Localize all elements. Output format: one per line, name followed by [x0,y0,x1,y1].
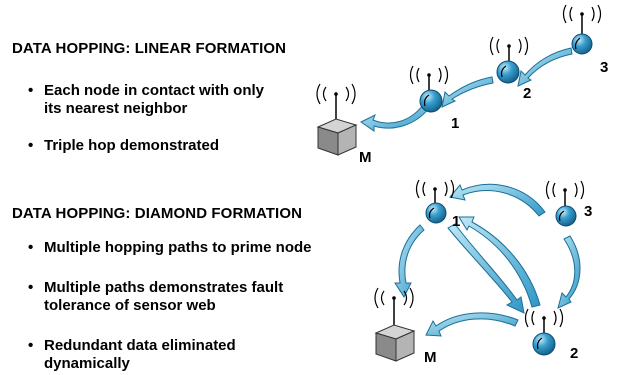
linear-label-1: 1 [451,115,459,132]
diamond-master-node [374,287,416,362]
arrow-1-to-m [394,224,425,299]
bullet-line: Each node in contact with only [44,82,265,99]
linear-node-3 [562,4,602,55]
bullet-line: its nearest neighbor [44,100,188,117]
bullet-dot: • [28,82,34,99]
bullet-line: tolerance of sensor web [44,297,216,314]
bullet-line: Multiple hopping paths to prime node [44,239,312,256]
diamond-label-3: 3 [584,203,592,220]
linear-arrows [360,47,573,132]
bullet-line: Multiple paths demonstrates fault [44,279,284,296]
arrow-2-to-m [425,312,519,337]
bullet-dot: • [28,279,34,296]
diamond-node-2 [524,308,564,356]
bullet-dot: • [28,337,34,354]
linear-label-2: 2 [523,85,531,102]
diamond-node-1 [415,179,455,224]
bullet-line: Redundant data eliminated [44,337,236,354]
bullet-line: dynamically [44,355,130,372]
arrow-1-to-2 [447,223,525,314]
diamond-arrows [394,183,581,337]
arrow-2-to-1 [441,76,494,108]
diamond-bullet-2: • Multiple paths demonstrates fault tole… [28,279,328,315]
linear-node-1 [409,65,449,113]
linear-bullet-1: • Each node in contact with only its nea… [28,82,308,118]
diamond-node-3 [545,180,585,227]
diamond-heading: DATA HOPPING: DIAMOND FORMATION [12,205,303,222]
diamond-label-2: 2 [570,345,578,362]
bullet-dot: • [28,239,34,256]
linear-master-node [316,83,358,156]
diamond-label-m: M [424,349,437,366]
diamond-bullet-3: • Redundant data eliminated dynamically [28,337,328,373]
linear-heading: DATA HOPPING: LINEAR FORMATION [12,40,287,57]
arrow-3-to-1 [449,183,546,217]
linear-bullet-2: • Triple hop demonstrated [28,137,308,155]
linear-label-3: 3 [600,59,608,76]
linear-label-m: M [359,149,372,166]
arrow-3-to-2 [557,235,581,309]
arrow-2-to-1 [458,216,541,308]
arrow-1-to-m [360,104,430,132]
bullet-dot: • [28,137,34,154]
diamond-bullet-1: • Multiple hopping paths to prime node [28,239,348,257]
linear-node-2 [489,36,529,84]
bullet-line: Triple hop demonstrated [44,137,220,154]
diamond-label-1: 1 [452,213,460,230]
arrow-3-to-2 [517,47,573,87]
